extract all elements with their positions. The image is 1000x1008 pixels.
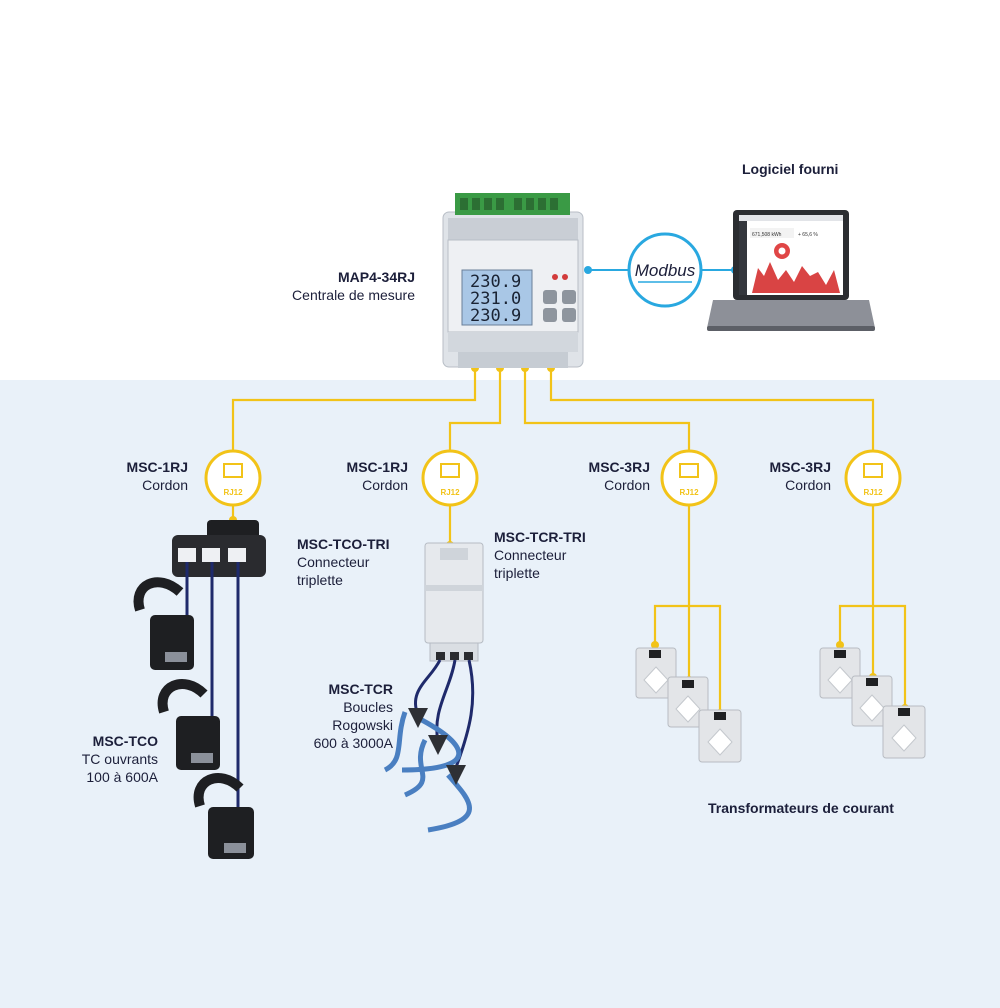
lcd-display xyxy=(461,269,533,326)
tco-clamps xyxy=(133,577,254,859)
rj12-label: RJ12 xyxy=(679,488,699,497)
laptop-kpi-2: + 65,6 % xyxy=(798,232,818,238)
rj12-badges: RJ12 RJ12 RJ12 RJ12 xyxy=(204,449,902,507)
tcr-tri-module xyxy=(424,542,484,662)
tco-clamp-1 xyxy=(133,577,194,670)
rj12-label: RJ12 xyxy=(440,488,460,497)
lcd-value-l1: 230.9 xyxy=(470,272,521,292)
lcd-value-l2: 231.0 xyxy=(470,289,521,309)
tco-clamp-2 xyxy=(157,679,220,770)
rj12-badge-1: RJ12 xyxy=(204,449,262,507)
modbus-badge: Modbus xyxy=(627,232,703,308)
tco-clamp-3 xyxy=(193,773,254,859)
current-transformer xyxy=(698,709,742,763)
lcd-values: 230.9 231.0 230.9 xyxy=(470,272,521,326)
central-unit: 230.9 231.0 230.9 xyxy=(442,193,584,368)
current-transformer xyxy=(635,647,677,699)
central-description: Centrale de mesure xyxy=(292,287,415,303)
wire-3rj-split-1 xyxy=(653,505,722,713)
laptop-kpi-1: 671,508 kWh xyxy=(752,232,782,238)
rj12-wiring xyxy=(231,368,907,713)
current-transformer xyxy=(667,676,709,728)
tcr-rogowski-loops xyxy=(383,659,475,833)
central-model: MAP4-34RJ xyxy=(337,269,415,285)
transformers-title: Transformateurs de courant xyxy=(708,800,894,816)
ct-group-1 xyxy=(635,647,742,763)
wire-to-cord-1 xyxy=(231,368,477,452)
software-title: Logiciel fourni xyxy=(742,161,839,177)
rj12-badge-3: RJ12 xyxy=(660,449,718,507)
current-transformer xyxy=(851,675,893,727)
laptop: 671,508 kWh + 65,6 % xyxy=(707,210,875,331)
ct-group-2 xyxy=(819,647,926,759)
central-keypad xyxy=(543,290,576,322)
tcr-loop-heads xyxy=(408,708,466,785)
lcd-value-l3: 230.9 xyxy=(470,306,521,326)
wire-to-cord-3 xyxy=(523,368,691,452)
wire-3rj-split-2 xyxy=(838,505,907,708)
rj12-badge-4: RJ12 xyxy=(844,449,902,507)
modbus-label: Modbus xyxy=(635,261,696,280)
rj12-badge-2: RJ12 xyxy=(421,449,479,507)
wire-to-cord-2 xyxy=(448,368,502,452)
wire-to-cord-4 xyxy=(549,368,875,452)
tco-tri-connector xyxy=(172,520,266,577)
central-label: MAP4-34RJ Centrale de mesure xyxy=(292,268,415,304)
current-transformer xyxy=(882,705,926,759)
rj12-label: RJ12 xyxy=(223,488,243,497)
current-transformer xyxy=(819,647,861,699)
rj12-label: RJ12 xyxy=(863,488,883,497)
